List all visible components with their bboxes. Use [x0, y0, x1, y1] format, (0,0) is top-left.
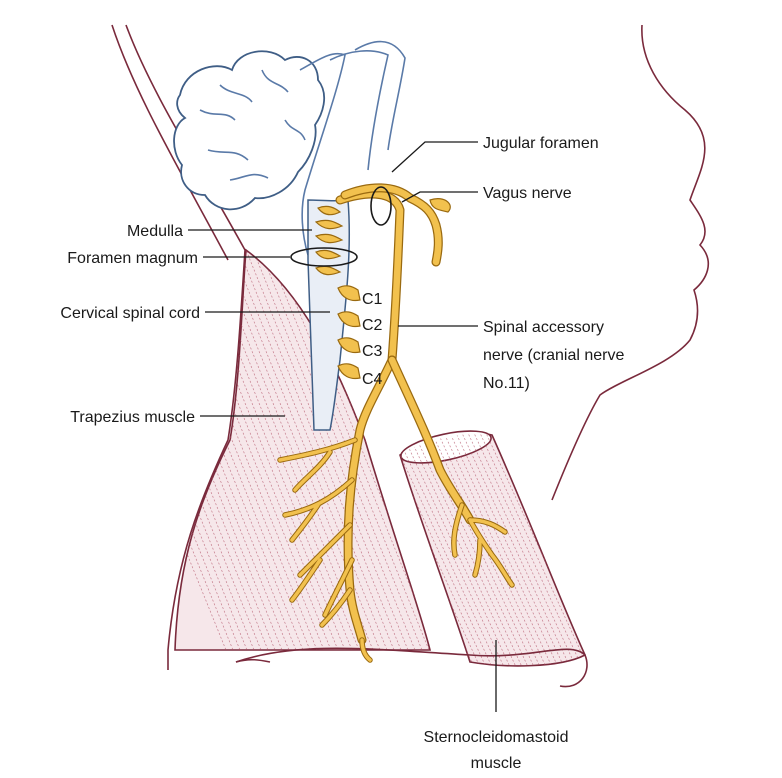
label-c1: C1	[362, 291, 383, 308]
label-c3: C3	[362, 343, 383, 360]
brainstem-outline-right	[329, 50, 389, 171]
nerve-terminal-branches	[277, 437, 515, 663]
foramen-magnum-ring	[290, 247, 358, 267]
cerebellum-folia	[199, 69, 306, 181]
label-c2: C2	[362, 317, 383, 334]
label-jugular-foramen: Jugular foramen	[483, 135, 599, 152]
cerebellum	[173, 50, 326, 211]
spinal-roots	[337, 285, 361, 380]
label-vagus-nerve: Vagus nerve	[483, 185, 572, 202]
c4-root	[337, 363, 361, 380]
label-cervical-spinal-cord: Cervical spinal cord	[60, 305, 200, 322]
label-foramen-magnum: Foramen magnum	[67, 250, 198, 267]
cranial-rootlets	[314, 205, 344, 276]
c3-root	[337, 337, 361, 354]
sternocleidomastoid-muscle	[399, 432, 587, 667]
clavicle-outline	[235, 647, 588, 688]
inner-neck-outline	[111, 24, 229, 261]
label-c4: C4	[362, 371, 383, 388]
label-spinal-accessory-line3: No.11)	[483, 375, 530, 392]
shoulder-line	[235, 658, 271, 663]
label-scm-line1: Sternocleidomastoid	[424, 729, 569, 746]
brainstem-outline-left	[299, 52, 346, 256]
c1-root	[337, 285, 361, 302]
label-scm-line2: muscle	[471, 755, 522, 772]
c2-root	[337, 311, 361, 328]
jugular-foramen-ring	[370, 186, 392, 226]
back-of-neck-outline	[125, 24, 246, 670]
pons-outline	[354, 40, 406, 151]
face-profile-outline	[551, 24, 710, 501]
label-spinal-accessory-line2: nerve (cranial nerve	[483, 347, 625, 364]
label-spinal-accessory-line1: Spinal accessory	[483, 319, 604, 336]
label-medulla: Medulla	[127, 223, 183, 240]
label-trapezius-muscle: Trapezius muscle	[70, 409, 195, 426]
leader-lines	[188, 141, 497, 712]
